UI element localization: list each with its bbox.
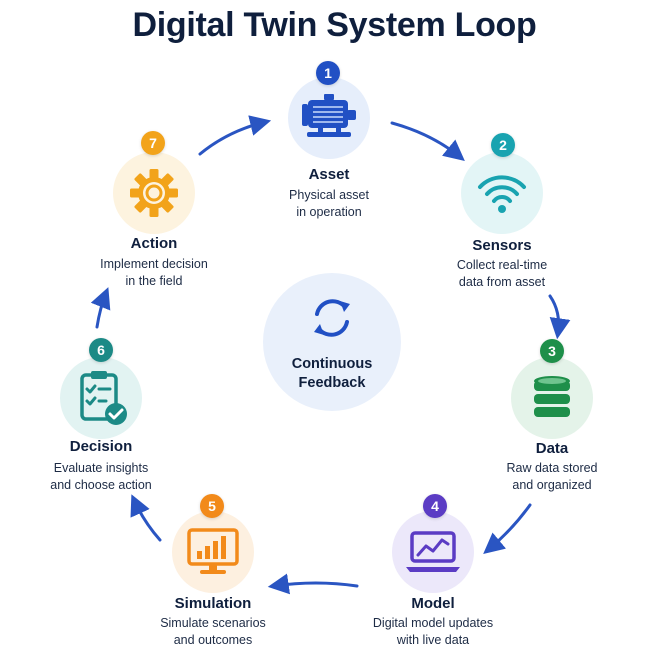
arrow-simulation-to-decision [130, 494, 162, 542]
laptop-chart-icon [406, 531, 460, 572]
refresh-cycle-icon [314, 299, 350, 337]
gear-icon [130, 169, 178, 217]
stage-label: Decision [69, 438, 133, 455]
asset-disc [288, 77, 370, 159]
step-badge-2: 2 [491, 133, 515, 157]
stage-label: Action [130, 235, 178, 252]
step-badge-1: 1 [316, 61, 340, 85]
database-icon [534, 376, 570, 417]
motor-icon [302, 94, 356, 137]
step-badge-6: 6 [89, 338, 113, 362]
step-badge-3: 3 [540, 339, 564, 363]
clipboard-check-icon [80, 371, 127, 425]
step-badge-7: 7 [141, 131, 165, 155]
arrow-sensors-to-data [548, 294, 571, 340]
sensors-disc [461, 152, 543, 234]
stage-label: Asset [308, 166, 350, 183]
decision-disc [60, 357, 142, 439]
center-feedback: Continuous Feedback [263, 273, 401, 411]
simulation-disc [172, 511, 254, 593]
arrow-model-to-simulation [267, 573, 359, 595]
stage-label: Sensors [472, 237, 532, 254]
monitor-bar-chart-icon [187, 528, 239, 574]
model-disc [392, 511, 474, 593]
center-label: Continuous Feedback [291, 356, 373, 391]
stage-label: Simulation [174, 595, 252, 612]
arrow-asset-to-sensors [390, 121, 465, 161]
data-disc [511, 357, 593, 439]
wifi-signal-icon [478, 175, 526, 213]
action-disc [113, 152, 195, 234]
step-badge-5: 5 [200, 494, 224, 518]
arrow-action-to-asset [198, 115, 272, 156]
stage-label: Model [411, 595, 455, 612]
page-title: Digital Twin System Loop [132, 6, 537, 44]
arrow-data-to-model [483, 503, 532, 555]
arrow-decision-to-action [90, 287, 111, 329]
stage-label: Data [535, 440, 569, 457]
step-badge-4: 4 [423, 494, 447, 518]
